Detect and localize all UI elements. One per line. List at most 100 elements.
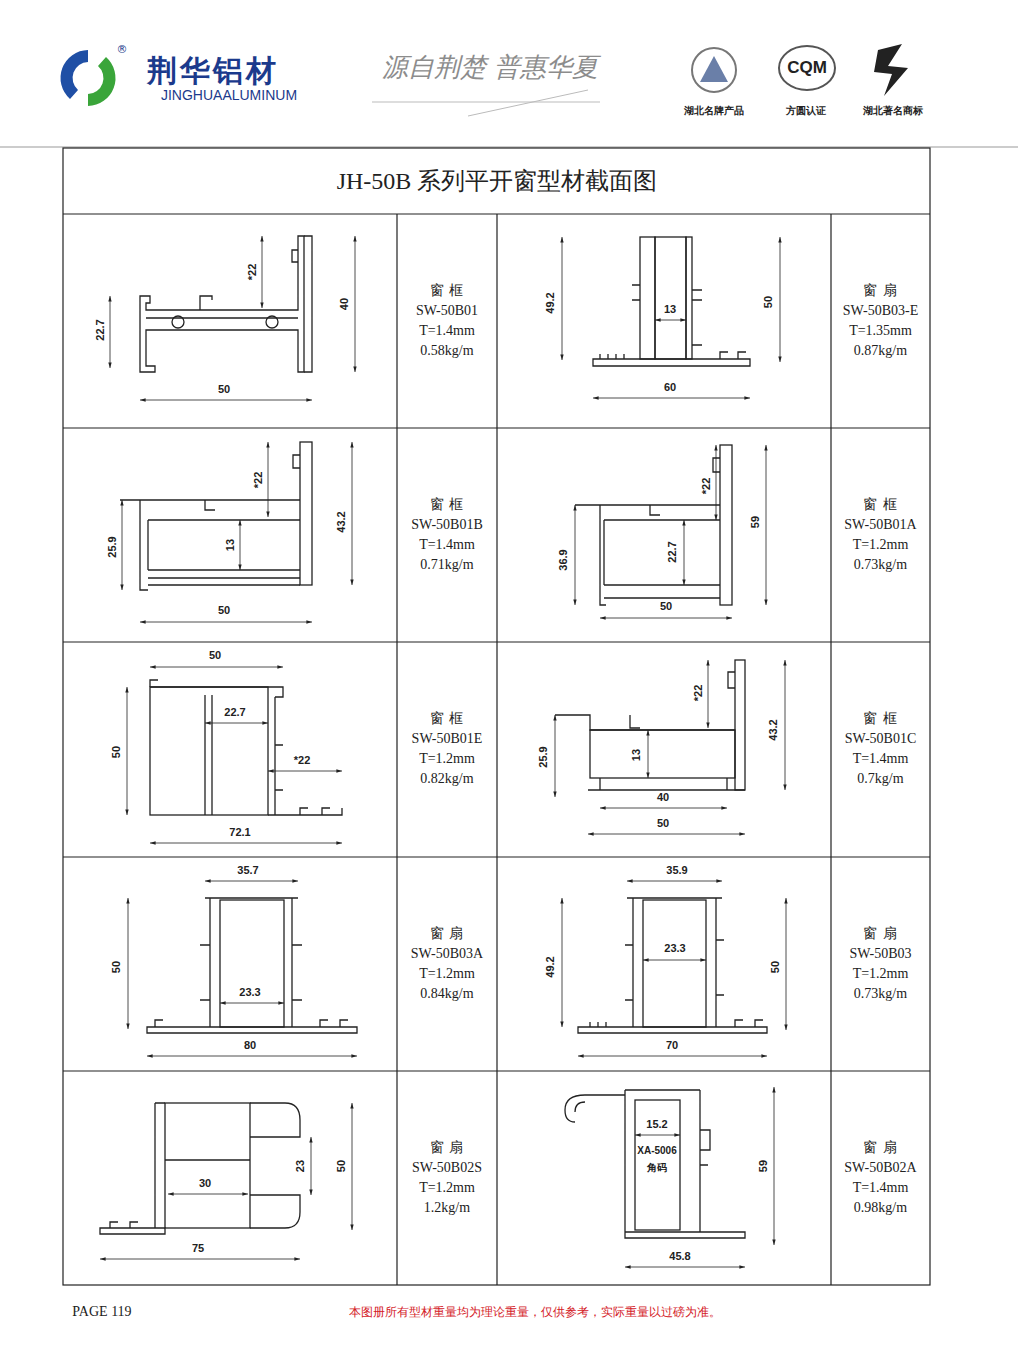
- dimension-value: 50: [659, 600, 673, 612]
- dimension-value: 25.9: [106, 535, 118, 558]
- dimension-lines-part: [578, 1056, 767, 1057]
- dimension-value: 13: [224, 538, 236, 552]
- part-type: 窗 框: [430, 709, 465, 729]
- dimension-value: *22: [700, 477, 712, 496]
- brand-name-en: JINGHUAALUMINUM: [161, 88, 297, 103]
- header-art-part: [61, 50, 88, 99]
- dimension-value: 50: [110, 960, 122, 974]
- dimension-value: 36.9: [557, 548, 569, 571]
- profile-sections-part: [686, 237, 692, 359]
- dimension-lines-part: [220, 1003, 284, 1004]
- profile-sections-part: [565, 1090, 745, 1238]
- dimension-lines-part: [352, 1103, 353, 1230]
- dimension-lines-part: [150, 843, 342, 844]
- spec-cell: 窗 框SW-50B01BT=1.4mm0.71kg/m: [397, 428, 497, 642]
- page-title: JH-50B 系列平开窗型材截面图: [337, 165, 658, 197]
- profile-sections-part: [593, 285, 750, 366]
- part-type: 窗 扇: [863, 924, 898, 944]
- table-grid: [63, 148, 930, 1285]
- profile-sections-part: [266, 316, 278, 328]
- dimension-lines-part: [643, 960, 706, 961]
- dimension-lines-part: [128, 898, 129, 1029]
- wall-thickness: T=1.4mm: [853, 1178, 909, 1198]
- dimension-value: 43.2: [767, 718, 779, 741]
- header-art-part: [468, 90, 588, 116]
- dimension-lines-part: [555, 715, 556, 797]
- dimension-lines-part: [110, 296, 111, 368]
- header-art-part: [692, 48, 736, 92]
- wall-thickness: T=1.35mm: [849, 321, 912, 341]
- profile-sections-part: [655, 237, 686, 359]
- part-type: 窗 框: [430, 495, 465, 515]
- spec-cell: 窗 扇SW-50B03-ET=1.35mm0.87kg/m: [831, 214, 930, 428]
- dimension-value: 15.2: [645, 1118, 668, 1130]
- header-art: [0, 44, 1018, 147]
- dimension-lines-part: [593, 398, 750, 399]
- header-art-part: [372, 102, 600, 103]
- spec-cell: 窗 框SW-50B01AT=1.2mm0.73kg/m: [831, 428, 930, 642]
- dimension-value: 70: [665, 1039, 679, 1051]
- dimension-value: 50: [335, 1159, 347, 1173]
- dimension-value: 22.7: [666, 540, 678, 563]
- cert-caption: 方圆认证: [786, 105, 826, 116]
- dimension-lines-part: [774, 1087, 775, 1245]
- dimension-value: 59: [749, 515, 761, 529]
- dimension-value: 50: [656, 817, 670, 829]
- unit-weight: 0.58kg/m: [420, 341, 473, 361]
- dimension-lines-part: [122, 500, 123, 590]
- profile-sections-part: [150, 680, 342, 815]
- dimension-value: 23: [294, 1159, 306, 1173]
- header-art-part: [0, 147, 1018, 148]
- unit-weight: 0.73kg/m: [854, 984, 907, 1004]
- part-type: 窗 框: [430, 281, 465, 301]
- dimension-lines-part: [262, 236, 263, 308]
- cert-caption: 湖北名牌产品: [684, 105, 744, 116]
- part-type: 窗 扇: [863, 281, 898, 301]
- dimension-lines-part: [627, 881, 722, 882]
- dimension-value: 50: [217, 604, 231, 616]
- dimension-lines-part: [635, 1135, 680, 1136]
- spec-cell: 窗 框SW-50B01T=1.4mm0.58kg/m: [397, 214, 497, 428]
- wall-thickness: T=1.2mm: [853, 535, 909, 555]
- dimension-value: 35.9: [665, 864, 688, 876]
- dimension-value: 72.1: [228, 826, 251, 838]
- header-art-part: [874, 44, 908, 96]
- wall-thickness: T=1.4mm: [419, 535, 475, 555]
- profile-sections-part: [643, 900, 706, 1027]
- dimension-lines-part: [147, 1056, 357, 1057]
- part-code: SW-50B02A: [844, 1158, 916, 1178]
- part-code: SW-50B03-E: [843, 301, 918, 321]
- dimension-value: 50: [217, 383, 231, 395]
- unit-weight: 1.2kg/m: [424, 1198, 470, 1218]
- part-code: SW-50B03A: [411, 944, 483, 964]
- profile-sections-part: [172, 316, 184, 328]
- dimension-lines-part: [140, 622, 312, 623]
- dimension-lines-part: [140, 400, 312, 401]
- wall-thickness: T=1.2mm: [853, 964, 909, 984]
- dimension-value: *22: [252, 471, 264, 490]
- profile-sections-part: [165, 1103, 250, 1228]
- dimension-value: 35.7: [236, 864, 259, 876]
- footer-note: 本图册所有型材重量均为理论重量，仅供参考，实际重量以过磅为准。: [349, 1306, 721, 1319]
- profile-sections-part: [100, 1103, 300, 1234]
- dimension-value: 23.3: [663, 942, 686, 954]
- dimension-value: 13: [630, 748, 642, 762]
- dimension-lines-part: [766, 445, 767, 605]
- dimension-lines-part: [562, 898, 563, 1027]
- spec-cell: 窗 框SW-50B01CT=1.4mm0.7kg/m: [831, 642, 930, 856]
- header-art-part: [88, 57, 115, 106]
- profile-sections-part: [720, 445, 732, 605]
- dimension-value: 50: [762, 295, 774, 309]
- dimension-value: 40: [656, 791, 670, 803]
- dimension-lines-part: [268, 442, 269, 517]
- dimension-value: 59: [757, 1159, 769, 1173]
- part-code: SW-50B01C: [845, 729, 917, 749]
- part-type: 窗 扇: [863, 1138, 898, 1158]
- profile-sections-part: [575, 458, 720, 605]
- dimension-lines-part: [684, 520, 685, 585]
- dimension-value: 49.2: [544, 955, 556, 978]
- dimension-value: *22: [246, 263, 258, 282]
- spec-cell: 窗 框SW-50B01ET=1.2mm0.82kg/m: [397, 642, 497, 856]
- dimension-value: 50: [208, 649, 222, 661]
- unit-weight: 0.87kg/m: [854, 341, 907, 361]
